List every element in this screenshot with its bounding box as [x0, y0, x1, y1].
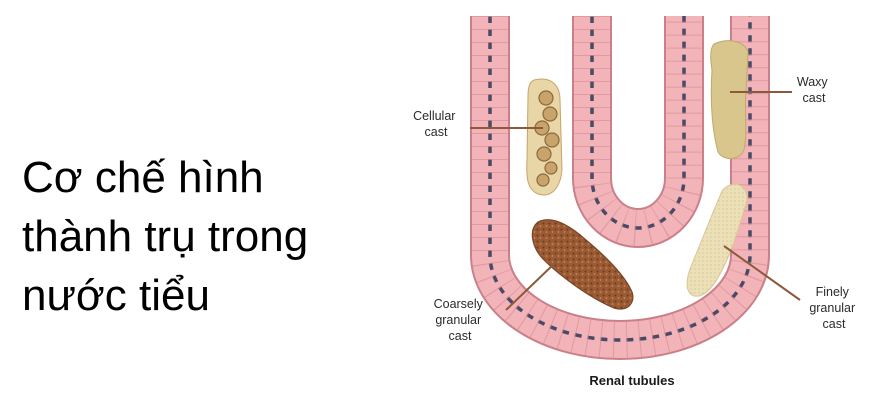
cellular-cast-label: Cellular cast — [413, 109, 459, 139]
finely-granular-cast-label: Finely granular cast — [809, 285, 858, 331]
coarse-cast-pointer — [505, 261, 557, 311]
waxy-cast — [710, 40, 749, 159]
fine-cast-pointer — [723, 245, 801, 301]
finely-granular-cast — [686, 183, 748, 297]
waxy-cast-label: Waxy cast — [797, 75, 831, 105]
cellular-cast — [526, 78, 563, 196]
title-line-1: Cơ chế hình — [22, 153, 264, 202]
coarsely-granular-cast — [531, 219, 634, 310]
inner-tubule-nuclei — [590, 16, 686, 230]
renal-tubules-caption: Renal tubules — [589, 373, 674, 388]
outer-tubule-nuclei — [488, 16, 752, 342]
renal-tubules-diagram: Cellular cast Waxy cast Coarsely granula… — [413, 16, 858, 388]
coarsely-granular-cast-label: Coarsely granular cast — [434, 297, 487, 343]
page-title: Cơ chế hình thành trụ trong nước tiểu — [22, 148, 402, 325]
title-line-2: thành trụ trong — [22, 212, 309, 261]
title-line-3: nước tiểu — [22, 271, 210, 320]
